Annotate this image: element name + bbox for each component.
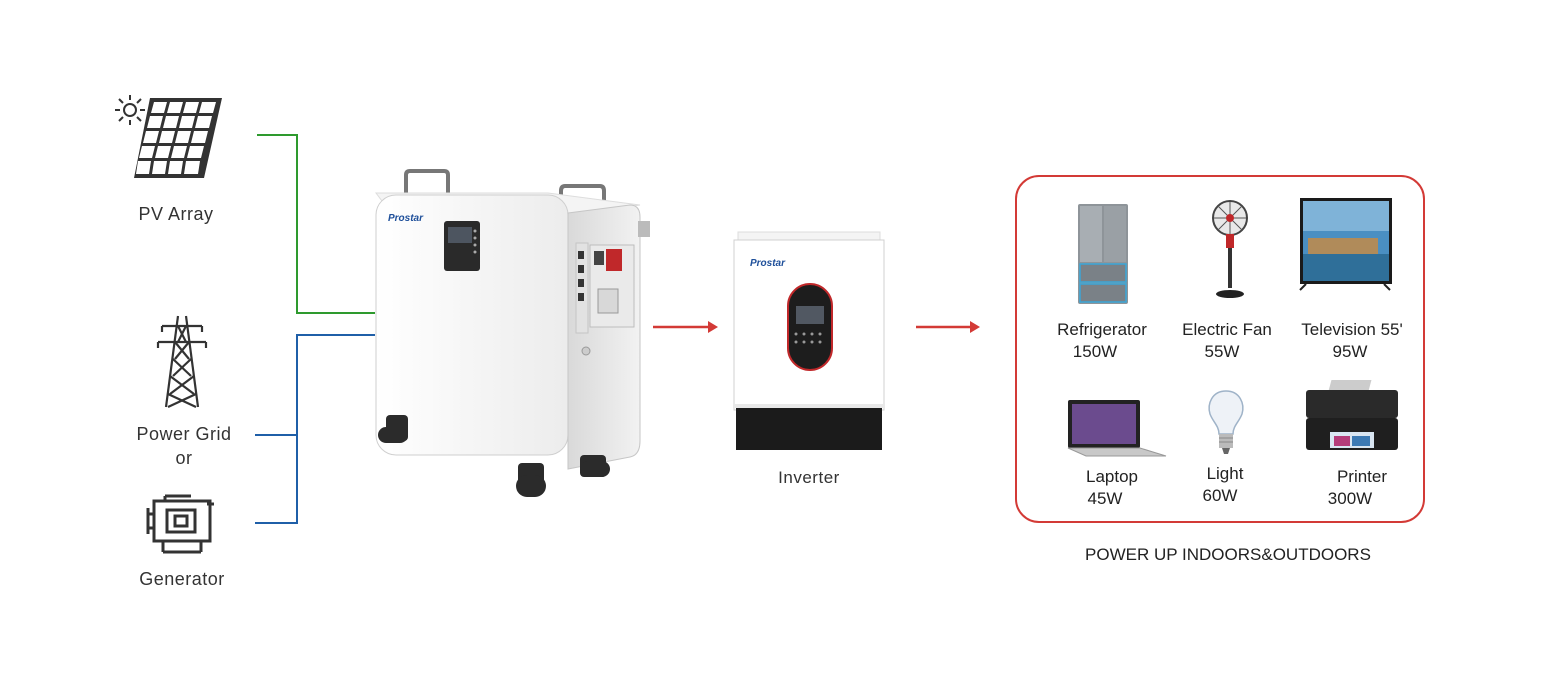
generator-icon bbox=[146, 494, 214, 554]
appliance-power: 45W bbox=[1087, 489, 1123, 508]
pv-array-label: PV Array bbox=[138, 204, 214, 224]
appliance-name: Electric Fan bbox=[1182, 320, 1272, 339]
printer-icon bbox=[1306, 380, 1398, 450]
appliance-name: Laptop bbox=[1086, 467, 1138, 486]
television-icon bbox=[1299, 198, 1392, 291]
appliance-power: 55W bbox=[1204, 342, 1240, 361]
appliance-name: Printer bbox=[1336, 467, 1388, 486]
laptop-icon bbox=[1067, 400, 1167, 457]
inverter-label: Inverter bbox=[778, 468, 840, 487]
caption: POWER UP INDOORS&OUTDOORS bbox=[1085, 545, 1371, 564]
battery-unit-image: Prostar bbox=[375, 169, 650, 497]
battery-to-inverter-arrow bbox=[653, 321, 718, 333]
generator-connection-line bbox=[255, 334, 375, 524]
appliance-power: 95W bbox=[1332, 342, 1368, 361]
appliance-power: 300W bbox=[1327, 489, 1373, 508]
appliance-name: Television 55' bbox=[1301, 320, 1403, 339]
fan-icon bbox=[1212, 200, 1248, 298]
appliance-name: Refrigerator bbox=[1057, 320, 1147, 339]
appliance-power: 150W bbox=[1072, 342, 1118, 361]
inverter-to-loads-arrow bbox=[916, 321, 980, 333]
refrigerator-icon bbox=[1078, 204, 1128, 304]
power-grid-label: Power Grid bbox=[136, 424, 232, 444]
solar-panel-icon bbox=[115, 95, 222, 178]
appliances-frame bbox=[1015, 175, 1425, 523]
or-label: or bbox=[175, 448, 193, 468]
appliance-name: Light bbox=[1206, 464, 1244, 483]
battery-brand-logo: Prostar bbox=[388, 213, 424, 224]
generator-label: Generator bbox=[139, 569, 225, 589]
light-bulb-icon bbox=[1208, 390, 1244, 454]
inverter-image: Prostar bbox=[733, 231, 885, 450]
power-tower-icon bbox=[156, 315, 208, 408]
appliance-power: 60W bbox=[1202, 486, 1238, 505]
inverter-brand-logo: Prostar bbox=[750, 258, 786, 269]
pv-connection-line bbox=[257, 134, 375, 314]
